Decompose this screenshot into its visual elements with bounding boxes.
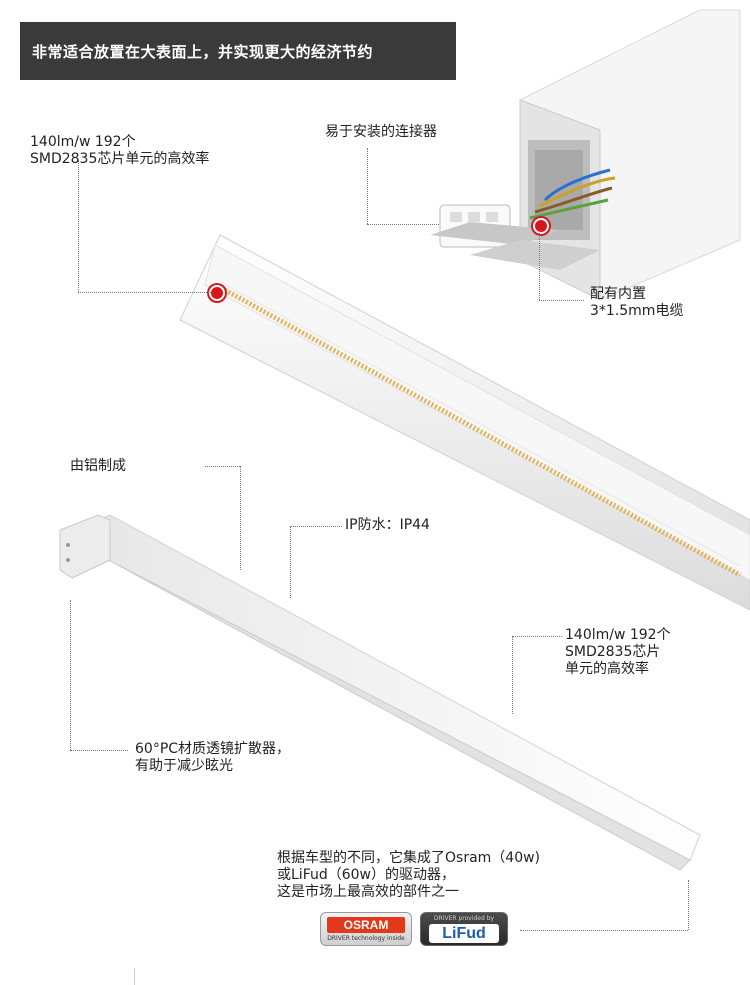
callout-line-driver-h (520, 930, 688, 931)
header-banner: 非常适合放置在大表面上，并实现更大的经济节约 (20, 22, 456, 80)
marker-dot-connector (533, 218, 549, 234)
callout-line-efficiency-top-h (78, 292, 211, 293)
profile-end-view (430, 9, 741, 301)
osram-logo-brand: OSRAM (327, 917, 405, 933)
callout-line-efficiency-bottom-h (512, 636, 562, 637)
label-cable: 配有内置 3*1.5mm电缆 (590, 286, 684, 319)
lifud-logo: DRIVER provided by LiFud (420, 912, 508, 946)
label-aluminum: 由铝制成 (70, 458, 126, 474)
callout-line-efficiency-top (78, 160, 79, 292)
callout-line-connector (367, 148, 368, 224)
lifud-logo-brand: LiFud (429, 924, 499, 943)
fixture-side-view (58, 514, 701, 871)
label-connector: 易于安装的连接器 (325, 124, 437, 140)
marker-dot-efficiency (209, 285, 225, 301)
label-efficiency-top: 140lm/w 192个 SMD2835芯片单元的高效率 (30, 134, 210, 167)
label-ip-rating: IP防水：IP44 (345, 517, 430, 533)
callout-line-ip (290, 526, 291, 598)
callout-line-connector-h (367, 224, 439, 225)
callout-line-aluminum-h (205, 466, 240, 467)
label-diffuser: 60°PC材质透镜扩散器， 有助于减少眩光 (135, 741, 291, 774)
callout-line-aluminum (240, 466, 241, 570)
osram-logo-tagline: DRIVER technology inside (327, 935, 405, 942)
callout-line-diffuser (70, 600, 71, 750)
osram-logo: OSRAM DRIVER technology inside (320, 912, 412, 946)
bottom-divider (134, 968, 135, 985)
banner-text: 非常适合放置在大表面上，并实现更大的经济节约 (32, 42, 374, 61)
callout-line-diffuser-h (70, 750, 128, 751)
fixture-lens-view (179, 234, 750, 611)
label-driver: 根据车型的不同，它集成了Osram（40w) 或LiFud（60w）的驱动器， … (277, 850, 541, 900)
callout-line-cable-h (539, 300, 584, 301)
label-efficiency-bottom: 140lm/w 192个 SMD2835芯片 单元的高效率 (565, 627, 671, 677)
callout-line-efficiency-bottom (512, 636, 513, 714)
callout-line-cable (539, 230, 540, 300)
callout-line-driver (688, 880, 689, 930)
callout-line-ip-h (290, 526, 342, 527)
lifud-logo-tagline: DRIVER provided by (433, 915, 495, 922)
